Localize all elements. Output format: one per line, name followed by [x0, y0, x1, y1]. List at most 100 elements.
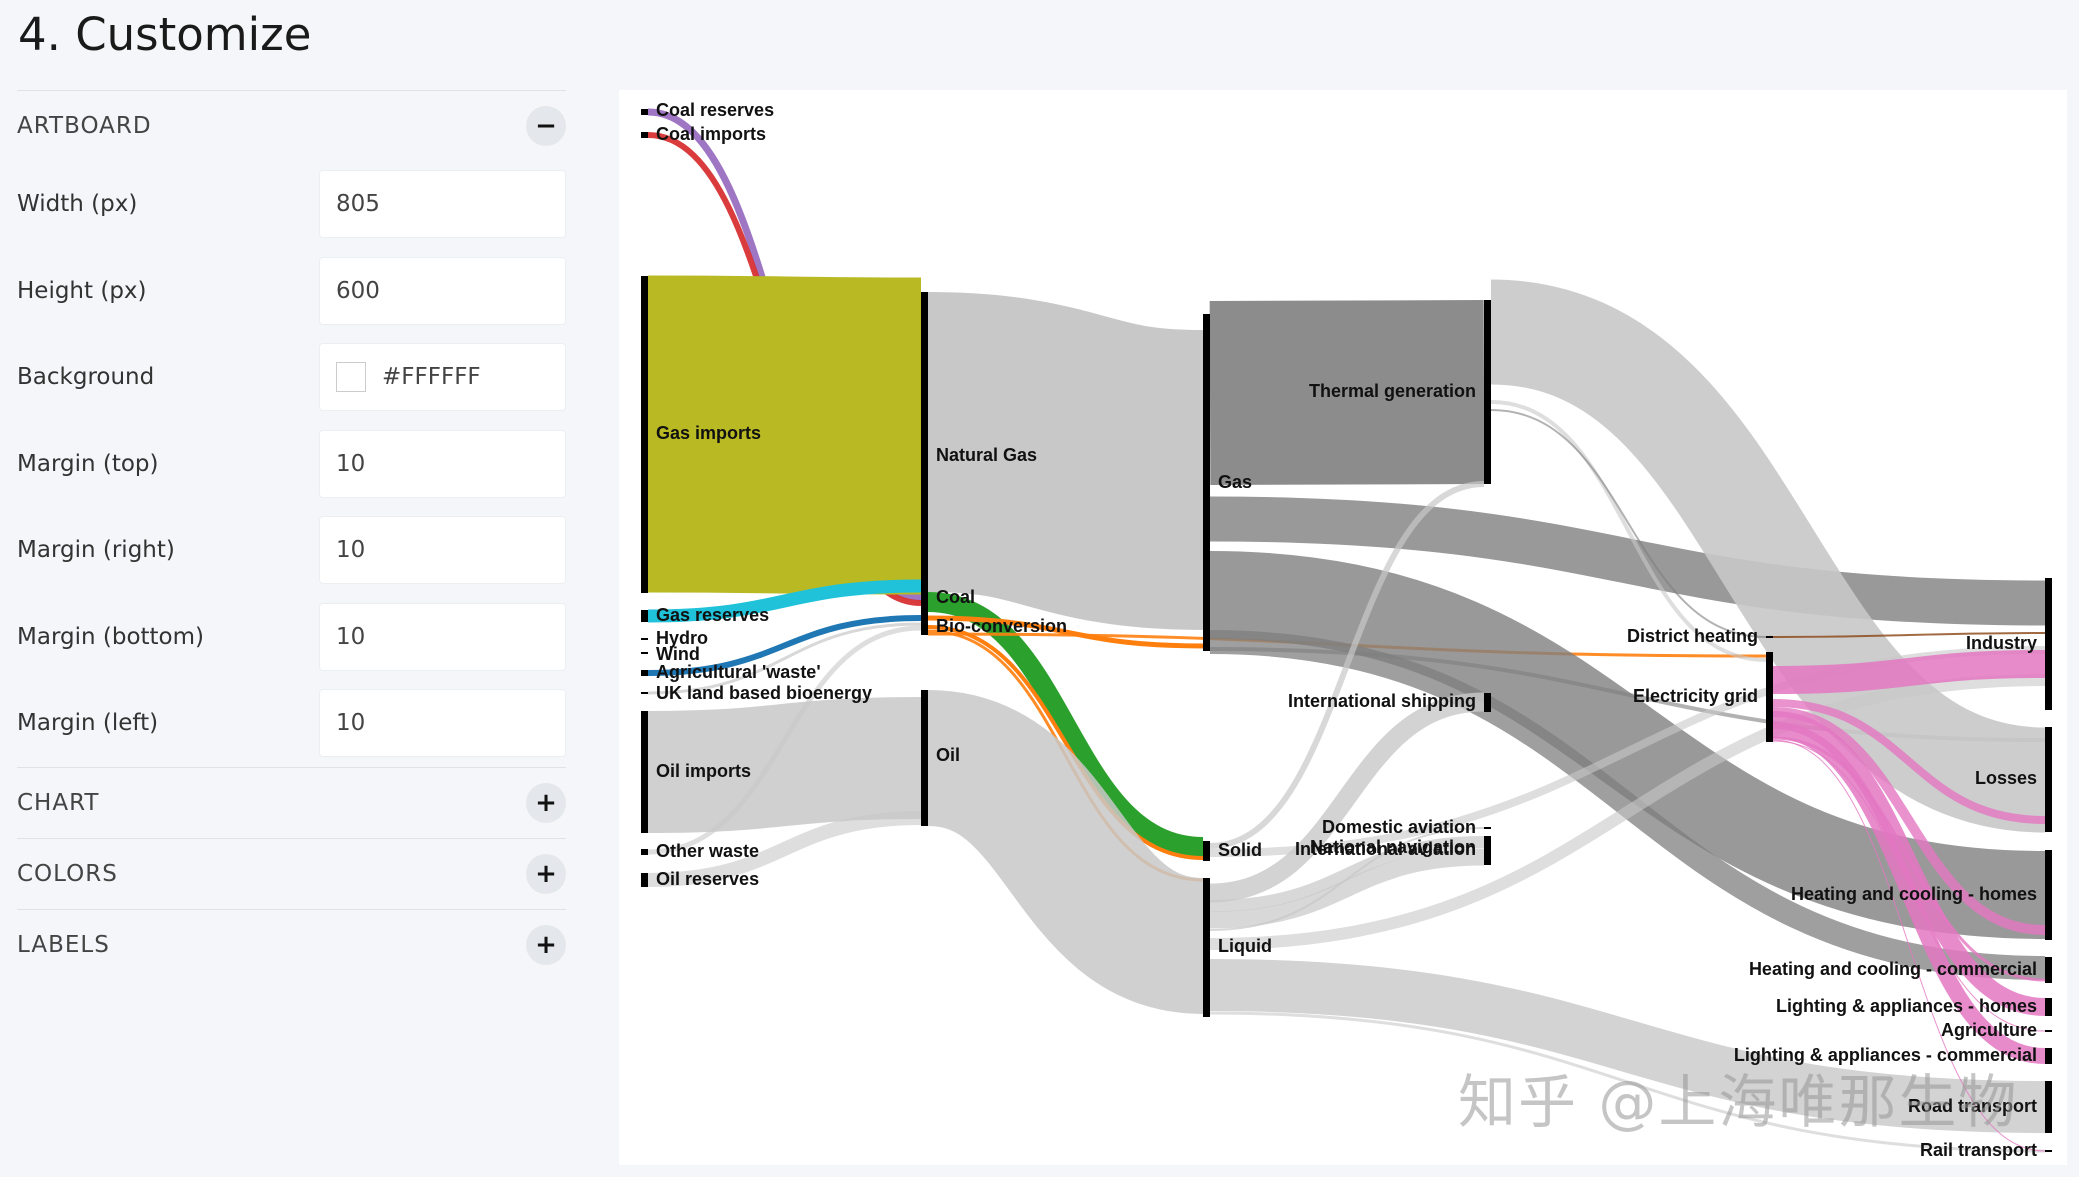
sankey-node[interactable] [1766, 652, 1773, 742]
background-color-input[interactable]: #FFFFFF [319, 343, 566, 411]
sankey-node[interactable] [921, 612, 928, 635]
sankey-node[interactable] [921, 690, 928, 826]
sankey-node[interactable] [2045, 1030, 2052, 1032]
expand-chart-button[interactable]: + [526, 782, 566, 823]
sankey-link [926, 292, 1205, 630]
sankey-link [647, 811, 922, 887]
sankey-node-label: Oil reserves [656, 869, 759, 889]
divider [17, 908, 566, 910]
sankey-node[interactable] [1484, 836, 1491, 848]
expand-colors-button[interactable]: + [526, 853, 566, 894]
sankey-node-label: Lighting & appliances - homes [1776, 996, 2037, 1016]
sankey-node[interactable] [641, 711, 648, 833]
height-input[interactable]: 600 [319, 256, 566, 325]
section-chart-label: CHART [17, 789, 100, 816]
margin-bottom-input[interactable]: 10 [319, 602, 566, 671]
sankey-node[interactable] [2045, 727, 2052, 832]
sankey-node-label: Industry [1966, 633, 2037, 653]
sankey-node[interactable] [2045, 578, 2052, 710]
sankey-node[interactable] [2045, 957, 2052, 983]
margin-right-input[interactable]: 10 [319, 516, 566, 584]
section-labels[interactable]: LABELS + [17, 910, 566, 980]
sankey-node[interactable] [641, 692, 648, 694]
sankey-node-label: Gas imports [656, 423, 761, 443]
sankey-node[interactable] [1484, 693, 1491, 712]
margin-left-input[interactable]: 10 [319, 689, 566, 757]
sankey-node-label: Natural Gas [936, 445, 1037, 465]
sankey-node[interactable] [641, 276, 648, 593]
expand-labels-button[interactable]: + [526, 924, 566, 965]
sankey-node-label: Coal [936, 587, 975, 607]
sankey-link [1209, 848, 1485, 929]
sankey-link [927, 625, 1204, 860]
sankey-link [927, 592, 1204, 857]
watermark: 知乎 @上海唯那生物 [1458, 1068, 2019, 1136]
sankey-link [1490, 400, 1767, 662]
sankey-link [647, 615, 922, 676]
sankey-node[interactable] [641, 873, 648, 887]
background-label: Background [17, 364, 155, 391]
sankey-node-label: Losses [1975, 768, 2037, 788]
divider [17, 766, 566, 768]
section-chart[interactable]: CHART + [17, 768, 566, 838]
sankey-node[interactable] [2045, 1081, 2052, 1133]
color-swatch[interactable] [336, 362, 366, 392]
background-color-value: #FFFFFF [382, 364, 481, 390]
sankey-node[interactable] [921, 292, 928, 592]
margin-right-label: Margin (right) [17, 537, 175, 564]
height-label: Height (px) [17, 277, 147, 304]
sankey-node-label: Thermal generation [1309, 381, 1476, 401]
sankey-node[interactable] [641, 132, 648, 138]
sankey-node[interactable] [641, 849, 648, 855]
sankey-link [1772, 722, 2046, 1064]
sankey-node[interactable] [641, 638, 648, 640]
section-artboard[interactable]: ARTBOARD − [17, 91, 566, 161]
sankey-link [1772, 632, 2046, 638]
sankey-link [1209, 496, 2046, 626]
margin-bottom-label: Margin (bottom) [17, 623, 204, 650]
sankey-node-label: Liquid [1218, 936, 1272, 956]
sankey-node-label: Bio-conversion [936, 616, 1067, 636]
sankey-node-label: Gas reserves [656, 605, 769, 625]
sankey-link [647, 625, 922, 855]
sankey-node[interactable] [921, 592, 928, 612]
sankey-node[interactable] [641, 670, 648, 676]
sankey-node[interactable] [1484, 300, 1491, 484]
margin-right-row: Margin (right) 10 [17, 507, 566, 594]
collapse-artboard-button[interactable]: − [526, 106, 566, 146]
sankey-node-label: National navigation [1310, 837, 1476, 857]
divider [17, 837, 566, 839]
sankey-node[interactable] [2045, 1048, 2052, 1064]
width-input[interactable]: 805 [319, 170, 566, 238]
sankey-node[interactable] [641, 610, 648, 622]
sankey-node[interactable] [1203, 878, 1210, 1017]
sankey-node[interactable] [2045, 1150, 2052, 1152]
section-artboard-label: ARTBOARD [17, 113, 152, 139]
sankey-link [1209, 959, 2046, 1133]
sankey-node-label: Heating and cooling - commercial [1749, 959, 2037, 979]
sankey-link [1772, 650, 2046, 694]
margin-left-row: Margin (left) 10 [17, 680, 566, 767]
sankey-node-label: Agriculture [1941, 1020, 2037, 1040]
sankey-node-label: Hydro [656, 628, 708, 648]
customize-panel: ARTBOARD − Width (px) 805 Height (px) 60… [17, 90, 566, 980]
sankey-node-label: Other waste [656, 841, 759, 861]
sankey-node-label: Coal reserves [656, 100, 774, 120]
sankey-node[interactable] [641, 109, 648, 115]
sankey-node[interactable] [1484, 827, 1491, 829]
margin-top-input[interactable]: 10 [319, 429, 566, 498]
sankey-node-label: Oil [936, 745, 960, 765]
sankey-node[interactable] [1766, 636, 1773, 638]
sankey-node-label: District heating [1627, 626, 1758, 646]
sankey-node[interactable] [1203, 314, 1210, 651]
sankey-node[interactable] [2045, 850, 2052, 940]
sankey-node-label: Road transport [1908, 1096, 2037, 1116]
sankey-node[interactable] [1484, 848, 1491, 865]
sankey-link [647, 579, 922, 623]
sankey-node[interactable] [2045, 998, 2052, 1016]
section-colors[interactable]: COLORS + [17, 839, 566, 909]
sankey-node[interactable] [1203, 841, 1210, 861]
sankey-link [1209, 692, 1485, 903]
sankey-node[interactable] [641, 652, 648, 654]
